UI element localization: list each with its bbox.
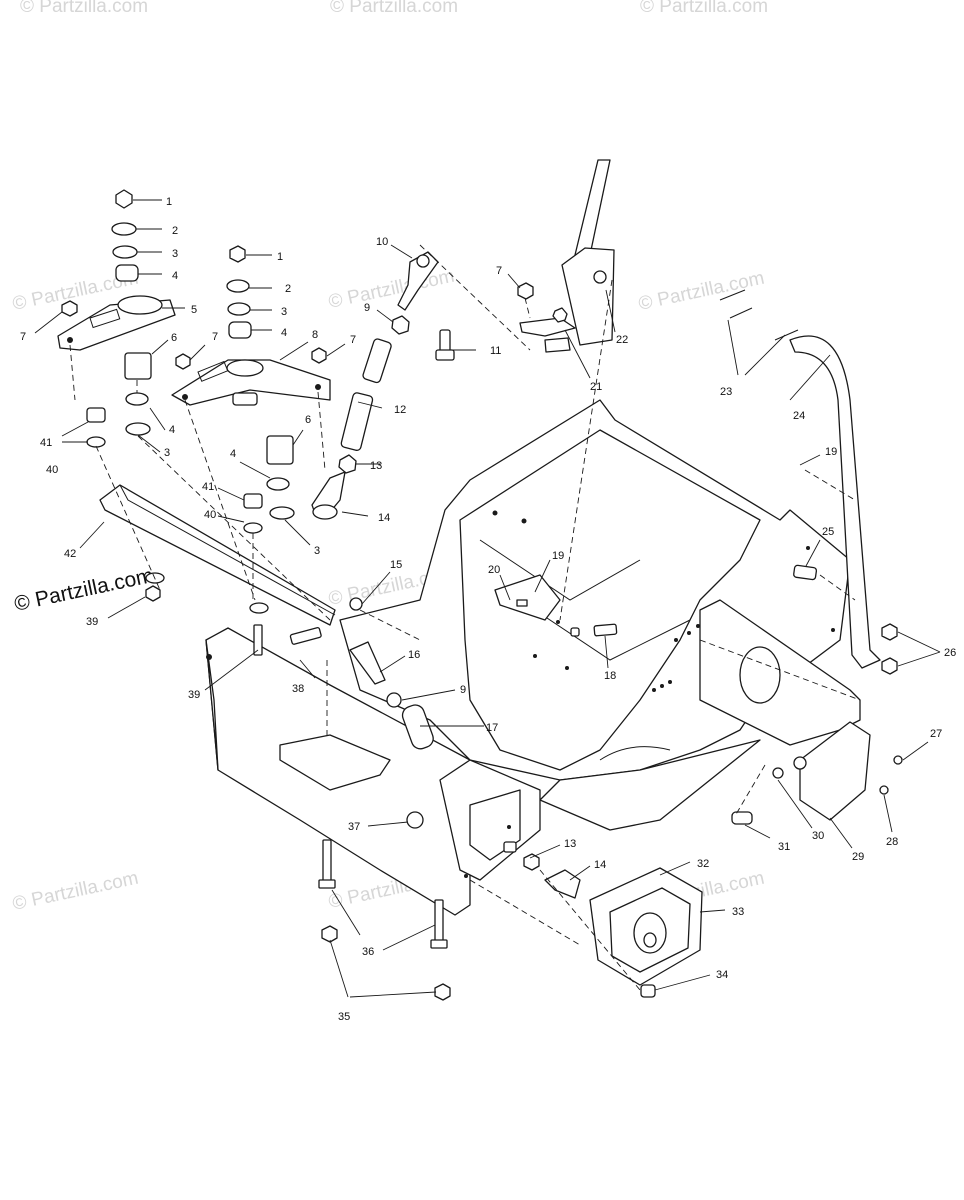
- callout-38: 38: [292, 683, 304, 695]
- callout-15: 15: [390, 559, 402, 571]
- watermark: © Partzilla.com: [327, 266, 457, 313]
- callout-32: 32: [697, 858, 709, 870]
- callout-36: 36: [362, 946, 374, 958]
- callout-41: 41: [40, 437, 52, 449]
- callout-18: 18: [604, 670, 616, 682]
- callout-39: 39: [188, 689, 200, 701]
- callout-7: 7: [20, 331, 26, 343]
- callout-34: 34: [716, 969, 728, 981]
- callout-7: 7: [212, 331, 218, 343]
- callout-37: 37: [348, 821, 360, 833]
- callout-7: 7: [496, 265, 502, 277]
- callout-12: 12: [394, 404, 406, 416]
- watermark: © Partzilla.com: [330, 0, 458, 17]
- callout-3: 3: [172, 248, 178, 260]
- callout-5: 5: [191, 304, 197, 316]
- callout-22: 22: [616, 334, 628, 346]
- callout-labels: 1 2 3 4 5 6 7 41 40 4 3 1 2 3 4 7 8 7 6 …: [20, 196, 956, 1023]
- callout-31: 31: [778, 841, 790, 853]
- callout-19: 19: [552, 550, 564, 562]
- callout-6: 6: [171, 332, 177, 344]
- callout-41: 41: [202, 481, 214, 493]
- callout-1: 1: [277, 251, 283, 263]
- callout-17: 17: [486, 722, 498, 734]
- frame: [99, 399, 861, 916]
- callout-9: 9: [460, 684, 466, 696]
- callout-30: 30: [812, 830, 824, 842]
- callout-40: 40: [46, 464, 58, 476]
- callout-8: 8: [312, 329, 318, 341]
- watermark: © Partzilla.com: [11, 868, 141, 915]
- callout-3: 3: [281, 306, 287, 318]
- callout-13: 13: [564, 838, 576, 850]
- callout-6: 6: [305, 414, 311, 426]
- callout-4: 4: [172, 270, 178, 282]
- steering-linkage: [145, 159, 903, 1001]
- callout-4: 4: [230, 448, 236, 460]
- watermark: © Partzilla.com: [637, 268, 767, 315]
- callout-19: 19: [825, 446, 837, 458]
- watermark: © Partzilla.com: [640, 0, 768, 17]
- callout-24: 24: [793, 410, 805, 422]
- callout-39: 39: [86, 616, 98, 628]
- callout-20: 20: [488, 564, 500, 576]
- callout-7: 7: [350, 334, 356, 346]
- callout-25: 25: [822, 526, 834, 538]
- callout-10: 10: [376, 236, 388, 248]
- callout-35: 35: [338, 1011, 350, 1023]
- callout-4: 4: [281, 327, 287, 339]
- callout-2: 2: [172, 225, 178, 237]
- callout-27: 27: [930, 728, 942, 740]
- callout-42: 42: [64, 548, 76, 560]
- callout-1: 1: [166, 196, 172, 208]
- callout-26: 26: [944, 647, 956, 659]
- callout-9: 9: [364, 302, 370, 314]
- callout-33: 33: [732, 906, 744, 918]
- callout-4: 4: [169, 424, 175, 436]
- callout-16: 16: [408, 649, 420, 661]
- callout-23: 23: [720, 386, 732, 398]
- center-pivot-stack: [171, 245, 331, 534]
- leader-lines: [34, 199, 941, 998]
- brand-watermark: © Partzilla.com: [12, 564, 155, 616]
- callout-13: 13: [370, 460, 382, 472]
- left-pivot-stack: [57, 189, 176, 448]
- callout-40: 40: [204, 509, 216, 521]
- callout-14: 14: [378, 512, 390, 524]
- callout-2: 2: [285, 283, 291, 295]
- callout-21: 21: [590, 381, 602, 393]
- watermark: © Partzilla.com: [20, 0, 148, 17]
- callout-11: 11: [490, 345, 501, 357]
- callout-29: 29: [852, 851, 864, 863]
- callout-28: 28: [886, 836, 898, 848]
- callout-3: 3: [164, 447, 170, 459]
- callout-14: 14: [594, 859, 606, 871]
- callout-3: 3: [314, 545, 320, 557]
